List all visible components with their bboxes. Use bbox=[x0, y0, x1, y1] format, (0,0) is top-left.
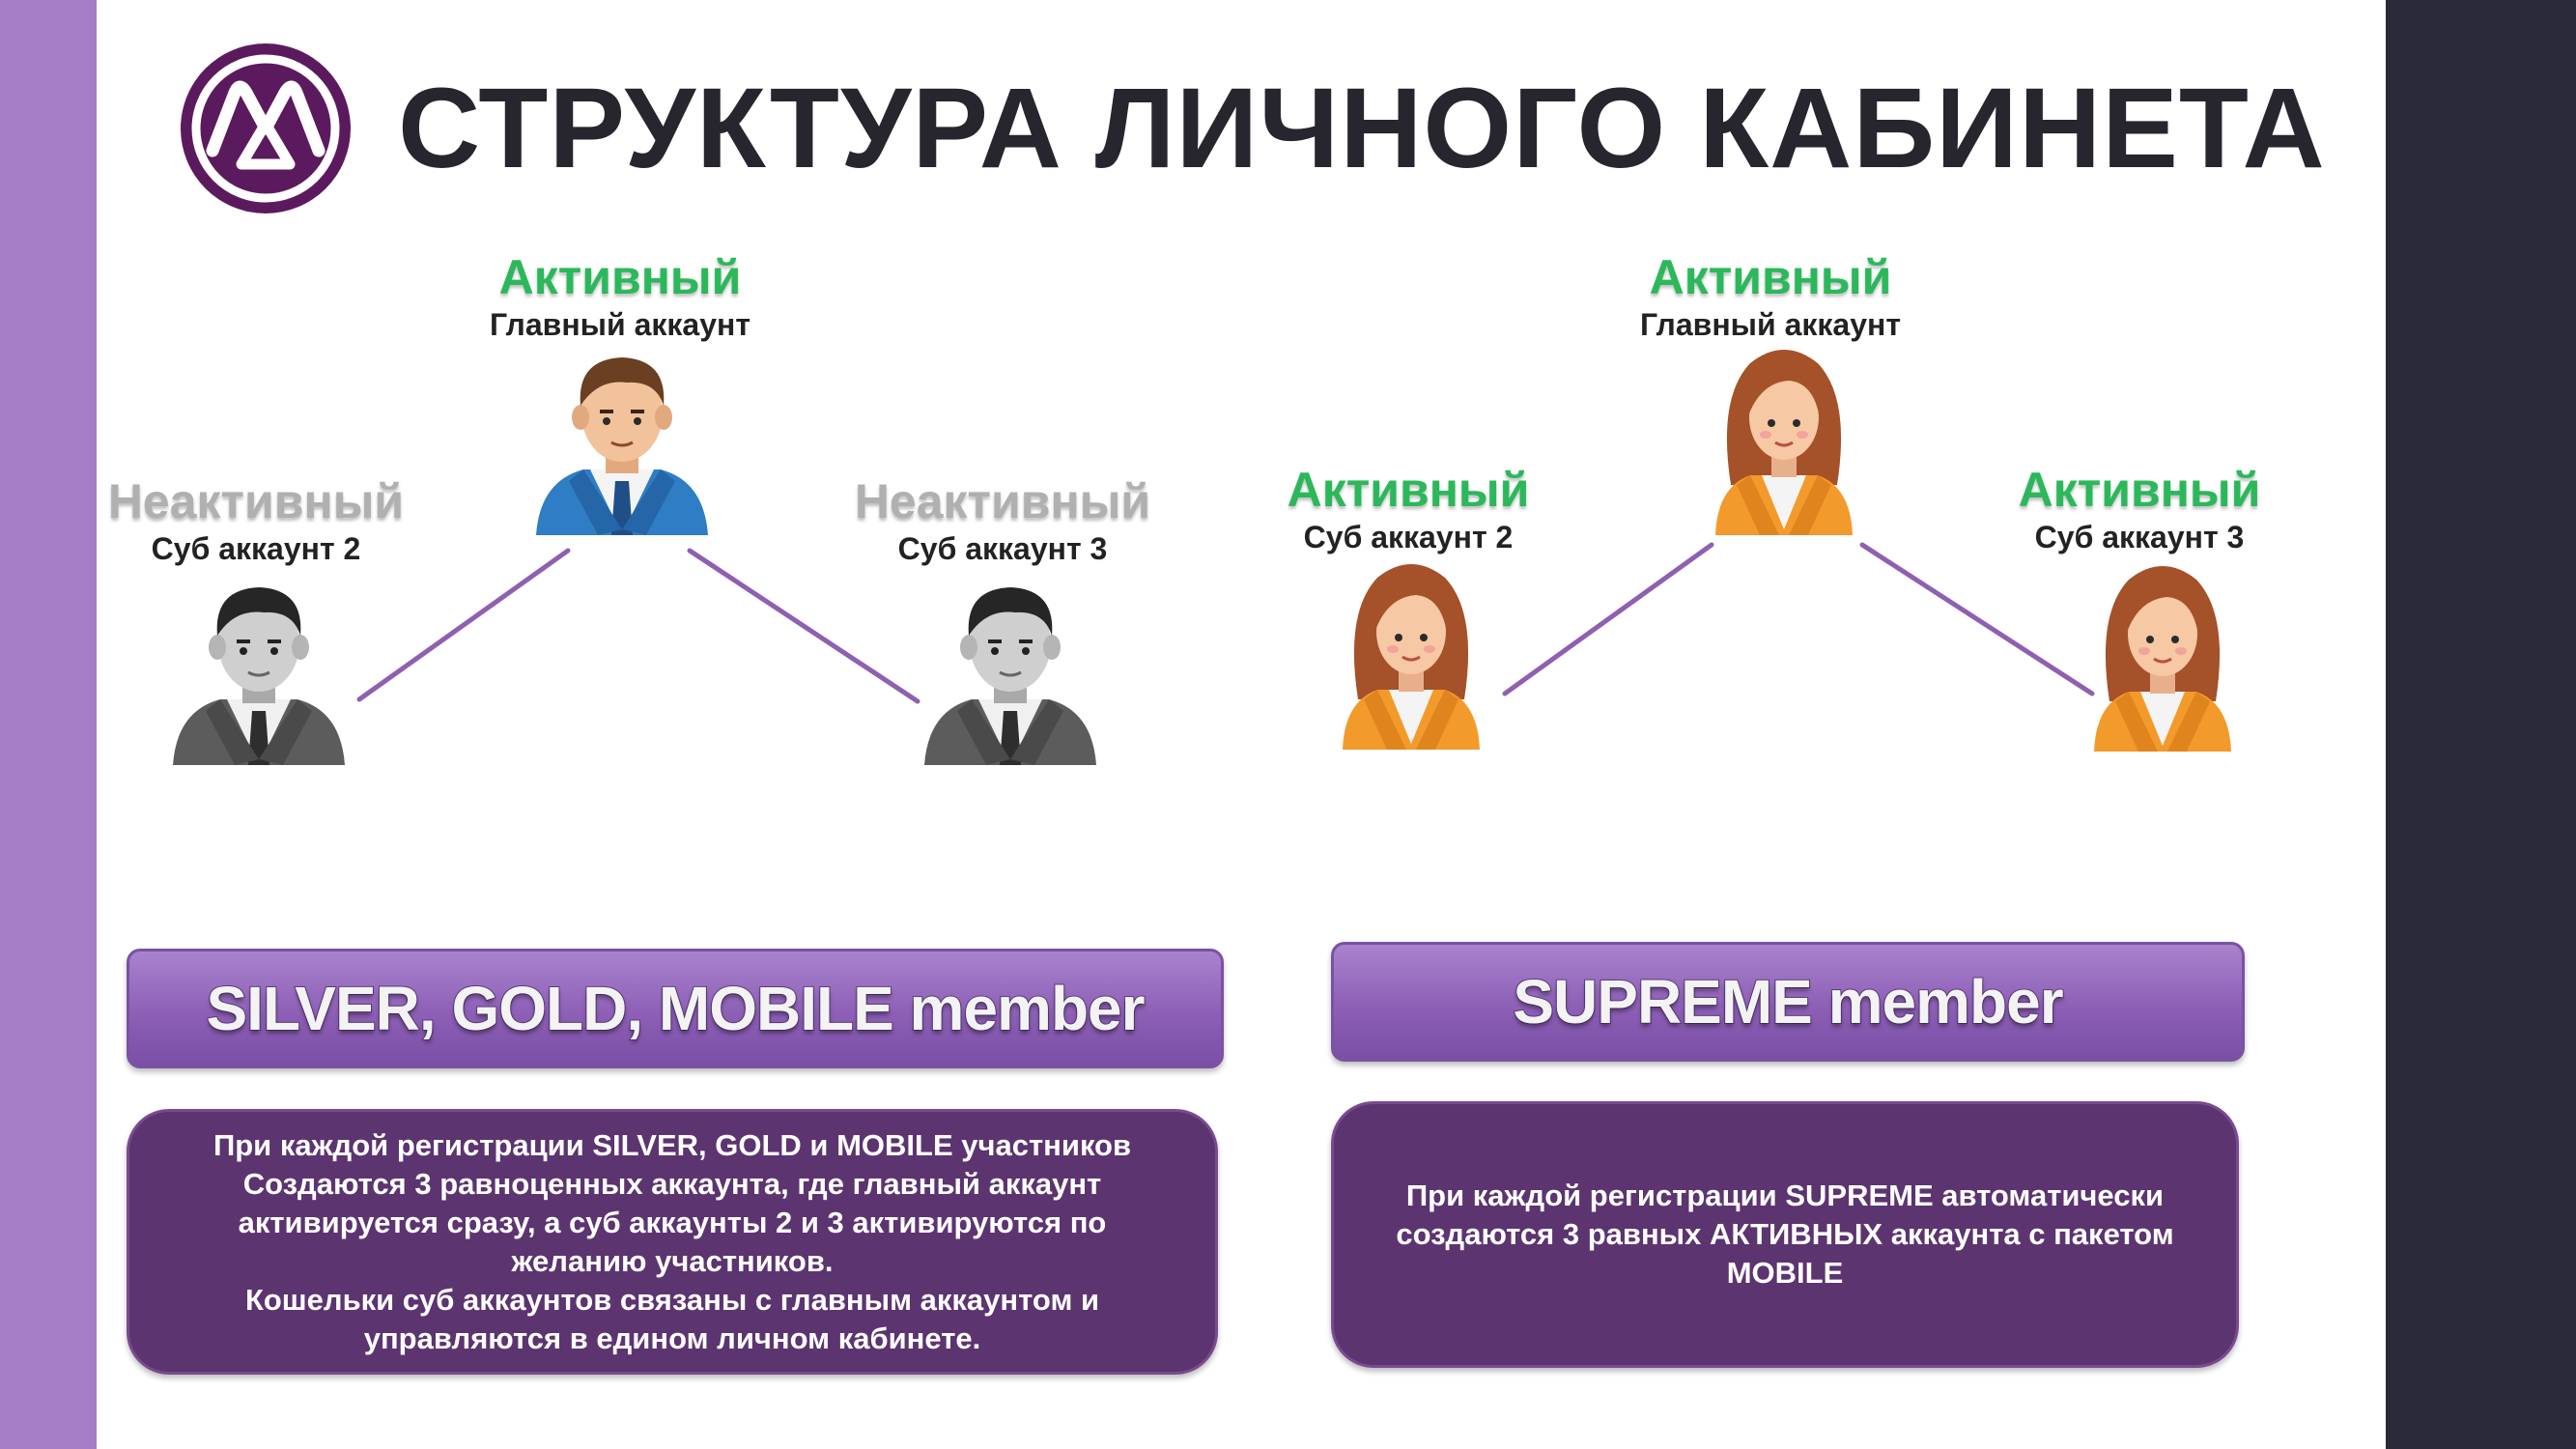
man-blue-suit-icon bbox=[536, 357, 708, 535]
connector-left-main-sub2 bbox=[356, 548, 571, 702]
status-inactive: Неактивный bbox=[854, 473, 1151, 529]
member-label: SILVER, GOLD, MOBILE member bbox=[205, 973, 1146, 1044]
woman-orange-jacket-icon bbox=[2094, 566, 2231, 752]
right-dark-panel bbox=[2386, 0, 2576, 1449]
left-main-label: Активный Главный аккаунт bbox=[466, 249, 775, 344]
status-inactive: Неактивный bbox=[107, 473, 405, 529]
company-logo-icon bbox=[181, 43, 351, 213]
member-label: SUPREME member bbox=[1512, 966, 2064, 1037]
member-bar-supreme: SUPREME member bbox=[1331, 942, 2245, 1062]
account-name: Суб аккаунт 2 bbox=[1303, 520, 1514, 554]
right-sub3-label: Активный Суб аккаунт 3 bbox=[1985, 462, 2294, 556]
status-active: Активный bbox=[498, 249, 742, 305]
account-name: Суб аккаунт 2 bbox=[151, 531, 361, 566]
man-gray-suit-icon bbox=[173, 587, 345, 765]
connector-right-main-sub2 bbox=[1502, 542, 1714, 696]
account-name: Главный аккаунт bbox=[1640, 307, 1901, 342]
right-main-label: Активный Главный аккаунт bbox=[1616, 249, 1925, 344]
left-accent-bar bbox=[0, 0, 97, 1449]
description-text: При каждой регистрации SILVER, GOLD и MO… bbox=[212, 1127, 1132, 1355]
right-sub2-label: Активный Суб аккаунт 2 bbox=[1254, 462, 1563, 556]
woman-orange-jacket-icon bbox=[1715, 350, 1853, 535]
status-active: Активный bbox=[1649, 249, 1892, 305]
account-name: Главный аккаунт bbox=[490, 307, 750, 342]
woman-orange-jacket-icon bbox=[1343, 564, 1480, 750]
description-silver-gold-mobile: При каждой регистрации SILVER, GOLD и MO… bbox=[127, 1109, 1218, 1375]
status-active: Активный bbox=[1287, 462, 1530, 518]
description-supreme: При каждой регистрации SUPREME автоматич… bbox=[1331, 1101, 2239, 1368]
connector-left-main-sub3 bbox=[687, 548, 920, 704]
connector-right-main-sub3 bbox=[1859, 542, 2095, 696]
page-title: СТРУКТУРА ЛИЧНОГО КАБИНЕТА bbox=[398, 65, 2326, 192]
status-active: Активный bbox=[2018, 462, 2261, 518]
account-name: Суб аккаунт 3 bbox=[2034, 520, 2245, 554]
left-sub2-label: Неактивный Суб аккаунт 2 bbox=[101, 473, 410, 568]
account-name: Суб аккаунт 3 bbox=[897, 531, 1108, 566]
left-sub3-label: Неактивный Суб аккаунт 3 bbox=[848, 473, 1157, 568]
man-gray-suit-icon bbox=[924, 587, 1096, 765]
member-bar-silver-gold-mobile: SILVER, GOLD, MOBILE member bbox=[127, 949, 1224, 1068]
description-text: При каждой регистрации SUPREME автоматич… bbox=[1396, 1179, 2174, 1290]
